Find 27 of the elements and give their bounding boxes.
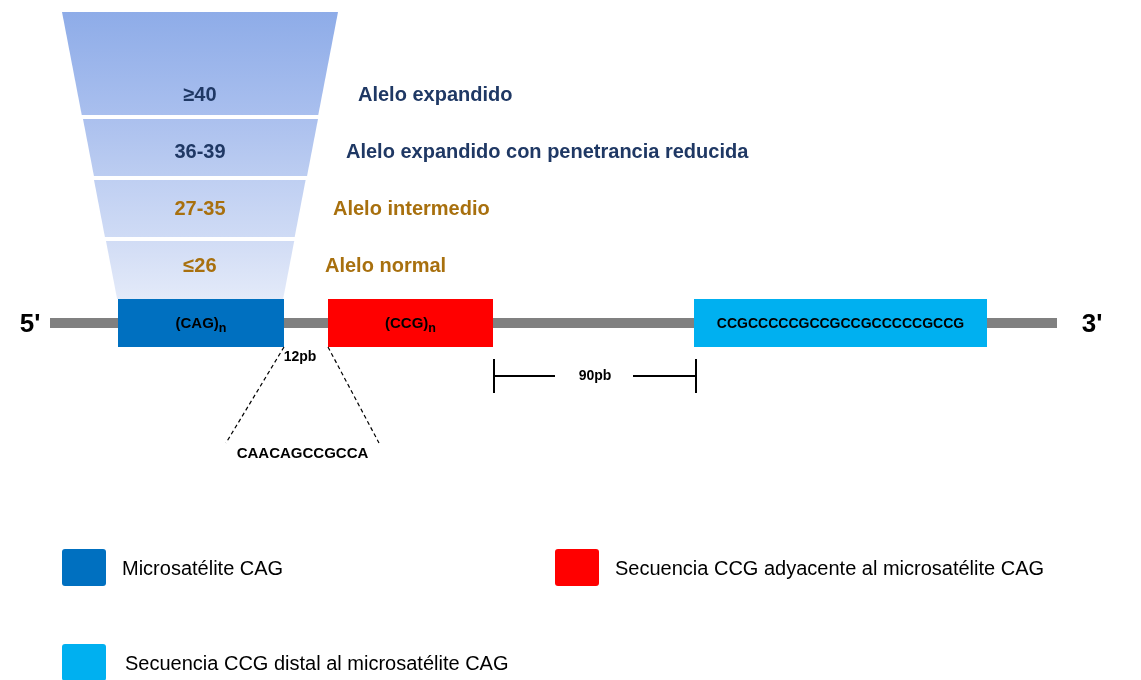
sequence-box <box>694 299 987 347</box>
zoom-line <box>327 346 380 444</box>
legend-label: Secuencia CCG adyacente al microsatélite CAG <box>615 557 1045 579</box>
sequence-box <box>328 299 493 347</box>
funnel-band <box>62 12 338 115</box>
funnel-band <box>94 180 306 237</box>
legend-label: Microsatélite CAG <box>122 557 284 579</box>
funnel-band <box>82 119 318 176</box>
sequence-text: CAACAGCCGCCA <box>235 444 370 462</box>
strand-end-label: 5' <box>18 308 42 340</box>
sequence-text: (CCG)$_{n}$ <box>384 314 437 337</box>
funnel-band <box>105 241 295 299</box>
repeat-range: 36-39 <box>173 139 227 163</box>
dimension-label: 90pb <box>577 367 613 384</box>
allele-label: Alelo normal <box>325 254 447 276</box>
allele-label: Alelo expandido con penetrancia reducida <box>346 140 749 162</box>
strand-end-label: 3' <box>1080 308 1104 340</box>
repeat-range: ≤26 <box>182 253 218 277</box>
legend-label: Secuencia CCG distal al microsatélite CAG <box>125 652 509 674</box>
allele-label: Alelo expandido <box>358 83 513 105</box>
repeat-range: 27-35 <box>173 196 227 220</box>
sequence-text: CCGCCCCCGCCGCCGCCCCCGCCG <box>715 314 966 332</box>
repeat-range: ≥40 <box>182 82 218 106</box>
sequence-box <box>118 299 284 347</box>
allele-label: Alelo intermedio <box>333 197 490 219</box>
sequence-text: (CAG)$_{n}$ <box>174 314 228 337</box>
length-label: 12pb <box>282 348 318 365</box>
